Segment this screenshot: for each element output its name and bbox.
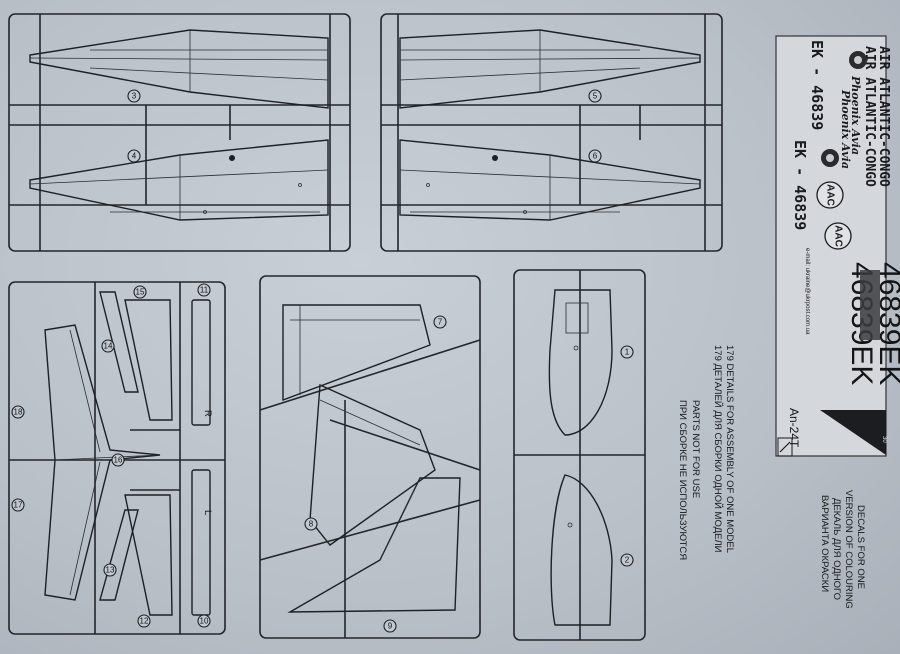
part-number-3-text: 3 <box>132 92 137 101</box>
fin-flash-decal <box>820 270 886 455</box>
part-number-10: 10 <box>197 614 211 628</box>
part-number-17-text: 17 <box>14 501 23 510</box>
tailplane-part <box>44 324 161 601</box>
decal-sheet-number: 30 <box>881 436 887 443</box>
part-number-9: 9 <box>383 619 397 633</box>
part-number-15: 15 <box>133 285 147 299</box>
phoenix-logo-2 <box>821 149 839 167</box>
part-number-3: 3 <box>127 89 141 103</box>
part-number-5-text: 5 <box>593 92 598 101</box>
part-number-4: 4 <box>127 149 141 163</box>
side-label-right: R <box>202 410 213 417</box>
part-number-1: 1 <box>620 345 634 359</box>
sprue-frame-c <box>8 281 226 635</box>
part-number-12: 12 <box>137 614 151 628</box>
phoenix-logo-1 <box>849 51 867 69</box>
sprue-frame-b <box>380 13 723 252</box>
part-number-14-text: 14 <box>104 342 113 351</box>
part-number-8-text: 8 <box>309 520 314 529</box>
wing-lower-part-4 <box>29 139 329 221</box>
part-number-16-text: 16 <box>114 456 123 465</box>
part-number-9-text: 9 <box>388 622 393 631</box>
part-number-4-text: 4 <box>132 152 137 161</box>
decals-note-en-2: VERSION OF COLOURING <box>843 490 854 609</box>
part-number-5: 5 <box>588 89 602 103</box>
part-number-1-text: 1 <box>625 348 630 357</box>
side-label-left: L <box>202 510 213 515</box>
rudder-part-8 <box>309 383 436 546</box>
sprue-frame-e <box>513 269 646 641</box>
part-number-15-text: 15 <box>136 288 145 297</box>
aac-roundel-2 <box>824 222 852 250</box>
details-note-ru: 179 ДЕТАЛЕЙ ДЛЯ СБОРКИ ОДНОЙ МОДЕЛИ <box>712 345 724 553</box>
part-number-16: 16 <box>111 453 125 467</box>
decals-note-en-1: DECALS FOR ONE <box>855 505 866 589</box>
decal-reg-2: EK - 46839 <box>791 140 809 230</box>
part-number-14: 14 <box>101 339 115 353</box>
decals-note-ru-2: ВАРИАНТА ОКРАСКИ <box>819 495 830 592</box>
part-number-13-text: 13 <box>106 566 115 575</box>
wing-upper-part-5 <box>399 29 701 109</box>
part-number-18-text: 18 <box>14 408 23 417</box>
decal-airline-2: AIR ATLANTIC-CONGO <box>862 46 877 187</box>
decal-phoenix-2: Phoenix Avia <box>839 89 852 169</box>
vertical-fin-part-7 <box>282 304 431 402</box>
aac-roundel-1 <box>816 181 844 209</box>
nacelle-part-2 <box>550 474 613 626</box>
sprue-frame-d <box>259 275 481 639</box>
decal-aac-1: AAC <box>825 184 836 206</box>
decal-phoenix-1: Phoenix Avia <box>849 75 862 155</box>
decal-email: e-mail: ukraine@ukrpost.com.ua <box>804 248 810 335</box>
part-number-11-text: 11 <box>200 286 209 295</box>
part-number-7: 7 <box>433 315 447 329</box>
part-number-12-text: 12 <box>140 617 149 626</box>
part-number-2-text: 2 <box>625 556 630 565</box>
part-number-11: 11 <box>197 283 211 297</box>
part-number-7-text: 7 <box>438 318 443 327</box>
part-number-10-text: 10 <box>200 617 209 626</box>
decal-aac-2: AAC <box>833 225 844 247</box>
part-number-6-text: 6 <box>593 152 598 161</box>
part-number-13: 13 <box>103 563 117 577</box>
decals-note-ru-1: ДЕКАЛЬ ДЛЯ ОДНОГО <box>831 498 842 600</box>
part-number-18: 18 <box>11 405 25 419</box>
part-number-17: 17 <box>11 498 25 512</box>
details-note-en: 179 DETAILS FOR ASSEMBLY OF ONE MODEL <box>724 345 735 553</box>
control-surface-strips <box>191 299 211 616</box>
unused-parts-note-en: PARTS NOT FOR USE <box>690 400 701 498</box>
flap-parts <box>99 291 173 616</box>
manufacturer-logo <box>777 437 793 457</box>
decal-reg-1: EK - 46839 <box>808 40 826 130</box>
decal-model-label: An-24T <box>787 408 801 448</box>
fin-part-9 <box>287 477 461 613</box>
nacelle-part-1 <box>548 289 613 436</box>
wing-upper-part-3 <box>29 29 329 109</box>
decal-airline-1: AIR ATLANTIC-CONGO <box>876 46 891 187</box>
part-number-6: 6 <box>588 149 602 163</box>
unused-parts-note-ru: ПРИ СБОРКЕ НЕ ИСПОЛЬЗУЮТСЯ <box>677 400 688 560</box>
wing-lower-part-6 <box>399 139 701 221</box>
part-number-8: 8 <box>304 517 318 531</box>
part-number-2: 2 <box>620 553 634 567</box>
